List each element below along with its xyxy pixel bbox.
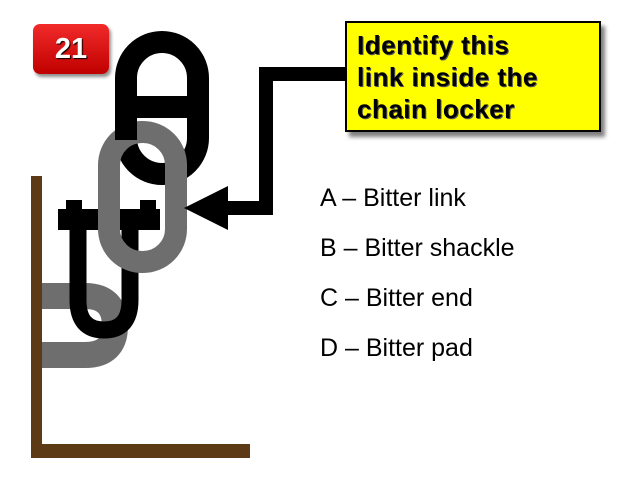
question-number-badge: 21	[33, 24, 109, 74]
lower-black-link	[69, 226, 139, 339]
question-number: 21	[54, 32, 88, 65]
chain-locker-wall	[31, 176, 250, 458]
callout-line-1: Identify this	[357, 30, 510, 60]
option-c[interactable]: C – Bitter end	[320, 284, 473, 312]
answer-options: A – Bitter link B – Bitter shackle C – B…	[320, 186, 620, 386]
option-d[interactable]: D – Bitter pad	[320, 334, 473, 362]
callout-line-2: link inside the	[357, 62, 538, 92]
gray-target-link	[98, 121, 187, 273]
pointer-arrow	[184, 67, 345, 230]
option-b[interactable]: B – Bitter shackle	[320, 234, 515, 262]
option-a[interactable]: A – Bitter link	[320, 184, 466, 212]
callout-line-3: chain locker	[357, 94, 515, 124]
top-black-link	[115, 31, 209, 185]
question-callout: Identify this link inside the chain lock…	[345, 21, 601, 132]
